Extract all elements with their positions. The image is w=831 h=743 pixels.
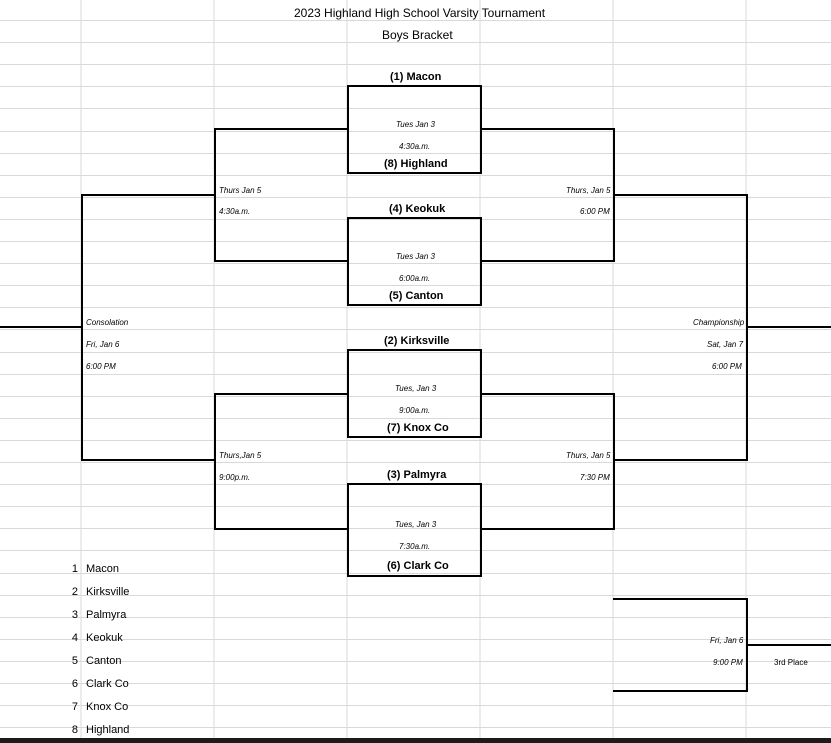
seed-number: 7 (71, 701, 78, 713)
championship-bottom (613, 459, 748, 461)
third-place-winner (746, 644, 831, 646)
r2-box-2-top (480, 393, 615, 395)
seed-team: Clark Co (86, 678, 129, 690)
championship-semi-1-time: 6:00 PM (580, 207, 610, 216)
r2-box-1-top (480, 128, 615, 130)
team-slot: (1) Macon (390, 71, 442, 83)
r2-box-2-right (613, 393, 615, 530)
third-place-label: 3rd Place (774, 658, 808, 667)
game-date: Tues, Jan 3 (395, 384, 437, 393)
seed-team: Kirksville (86, 586, 130, 598)
consolation-top (81, 194, 216, 196)
l2-box-1-top (214, 128, 349, 130)
game-time: 7:30a.m. (399, 542, 431, 551)
window-bottom-edge (0, 738, 831, 743)
game-time: 9:00a.m. (399, 406, 431, 415)
consolation-label: Consolation (86, 318, 129, 327)
r1-box-4-top (347, 483, 482, 485)
seed-number: 8 (71, 724, 78, 736)
consolation-semi-2-date: Thurs,Jan 5 (219, 451, 262, 460)
r1-box-4-left (347, 483, 349, 577)
championship-winner (746, 326, 831, 328)
bracket-subtitle: Boys Bracket (382, 28, 453, 42)
r1-box-1-top (347, 85, 482, 87)
team-slot: (5) Canton (389, 290, 444, 302)
championship-label: Championship (693, 318, 745, 327)
game-date: Tues Jan 3 (396, 120, 435, 129)
seed-team: Keokuk (86, 632, 123, 644)
championship-semi-1-date: Thurs, Jan 5 (566, 186, 611, 195)
seed-number: 6 (71, 678, 78, 690)
l2-box-2-top (214, 393, 349, 395)
seed-number: 3 (71, 609, 78, 621)
seed-number: 2 (71, 586, 78, 598)
r1-box-3-bottom (347, 436, 482, 438)
r1-box-4-bottom (347, 575, 482, 577)
team-slot: (2) Kirksville (384, 335, 450, 347)
r1-box-1-bottom (347, 172, 482, 174)
seed-number: 5 (71, 655, 78, 667)
l2-box-2-left (214, 393, 216, 530)
tournament-title: 2023 Highland High School Varsity Tourna… (294, 6, 546, 20)
r2-box-2-bottom (480, 528, 615, 530)
team-slot: (4) Keokuk (389, 203, 446, 215)
seed-team: Macon (86, 563, 120, 575)
seed-team: Palmyra (86, 609, 127, 621)
game-date: Tues, Jan 3 (395, 520, 437, 529)
game-date: Tues Jan 3 (396, 252, 435, 261)
consolation-date: Fri, Jan 6 (86, 340, 120, 349)
r1-box-4-right (480, 483, 482, 577)
seed-number: 1 (71, 563, 78, 575)
seed-team: Canton (86, 655, 122, 667)
championship-date: Sat, Jan 7 (707, 340, 744, 349)
game-time: 6:00a.m. (399, 274, 431, 283)
consolation-semi-1-date: Thurs Jan 5 (219, 186, 262, 195)
game-time: 4:30a.m. (399, 142, 431, 151)
consolation-semi-1-time: 4:30a.m. (219, 207, 251, 216)
r1-box-2-top (347, 217, 482, 219)
team-slot: (7) Knox Co (387, 422, 449, 434)
seed-team: Knox Co (86, 701, 129, 713)
consolation-semi-2-time: 9:00p.m. (219, 473, 251, 482)
third-place-date: Fri, Jan 6 (710, 636, 744, 645)
championship-semi-2-date: Thurs, Jan 5 (566, 451, 611, 460)
seed-number: 4 (71, 632, 78, 644)
championship-semi-2-time: 7:30 PM (580, 473, 610, 482)
team-slot: (8) Highland (384, 158, 448, 170)
team-slot: (3) Palmyra (387, 469, 447, 481)
third-place-bottom (613, 690, 748, 692)
consolation-time: 6:00 PM (86, 362, 116, 371)
r1-box-3-top (347, 349, 482, 351)
consolation-winner (0, 326, 83, 328)
third-place-top (613, 598, 748, 600)
seed-team: Highland (86, 724, 130, 736)
consolation-bottom (81, 459, 216, 461)
r1-box-2-bottom (347, 304, 482, 306)
l2-box-1-bottom (214, 260, 349, 262)
r2-box-1-bottom (480, 260, 615, 262)
championship-time: 6:00 PM (712, 362, 742, 371)
l2-box-2-bottom (214, 528, 349, 530)
team-slot: (6) Clark Co (387, 560, 449, 572)
championship-top (613, 194, 748, 196)
third-place-time: 9:00 PM (713, 658, 743, 667)
